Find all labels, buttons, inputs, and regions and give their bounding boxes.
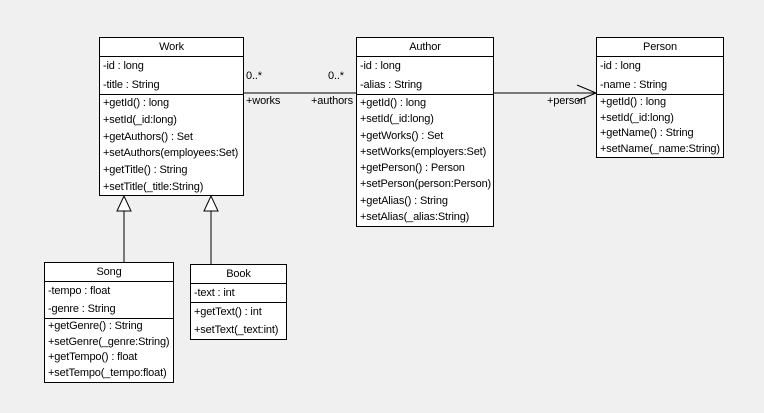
attribute-row: -name : String	[600, 78, 667, 91]
attribute-row: -tempo : float	[48, 285, 111, 297]
attribute-row: -id : long	[103, 60, 144, 72]
method-row: +getAlias() : String	[360, 194, 448, 207]
method-row: +setPerson(person:Person)	[360, 178, 492, 191]
generalization-song-work[interactable]	[116, 194, 132, 262]
attribute-row: -id : long	[600, 60, 641, 72]
class-attributes-person: -id : long -name : String	[597, 57, 723, 95]
method-row: +setGenre(_genre:String)	[48, 335, 170, 348]
method-row: +setTitle(_title:String)	[103, 180, 204, 193]
class-box-author[interactable]: Author -id : long -alias : String +getId(…	[356, 37, 494, 227]
method-row: +setId(_id:long)	[360, 113, 434, 126]
method-row: +getPerson() : Person	[360, 162, 465, 175]
role-label-person: +person	[547, 95, 587, 107]
method-row: +setName(_name:String)	[600, 142, 720, 155]
class-methods-author: +getId() : long +setId(_id:long) +getWorks…	[357, 95, 493, 226]
class-title-author: Author	[357, 38, 493, 57]
method-row: +setId(_id:long)	[600, 111, 674, 124]
class-methods-person: +getId() : long +setId(_id:long) +getName(…	[597, 95, 723, 157]
attribute-row: -text : int	[194, 287, 235, 299]
class-attributes-work: -id : long -title : String	[100, 57, 243, 95]
method-row: +getId() : long	[360, 97, 426, 109]
method-row: +getName() : String	[600, 127, 694, 139]
method-row: +setAuthors(employees:Set)	[103, 147, 239, 160]
open-arrowhead-icon	[576, 84, 597, 102]
method-row: +setAlias(_alias:String)	[360, 211, 470, 224]
role-label-works: +works	[246, 95, 281, 107]
class-box-work[interactable]: Work -id : long -title : String +getId() …	[99, 37, 244, 196]
attribute-row: -id : long	[360, 60, 401, 72]
class-title-book: Book	[191, 265, 286, 284]
attribute-row: -title : String	[103, 78, 160, 91]
class-title-song: Song	[45, 263, 173, 282]
class-methods-song: +getGenre() : String +setGenre(_genre:Str…	[45, 319, 173, 382]
class-box-song[interactable]: Song -tempo : float -genre : String +getG…	[44, 262, 174, 383]
class-attributes-song: -tempo : float -genre : String	[45, 282, 173, 319]
method-row: +getId() : long	[600, 96, 666, 108]
class-title-work: Work	[100, 38, 243, 57]
method-row: +getGenre() : String	[48, 320, 143, 332]
multiplicity-label-authors-end: 0..*	[328, 70, 344, 82]
method-row: +getTitle() : String	[103, 164, 188, 177]
association-author-person[interactable]	[494, 84, 597, 102]
method-row: +setId(_id:long)	[103, 113, 177, 126]
role-label-authors: +authors	[311, 95, 353, 107]
triangle-arrowhead-icon	[116, 194, 132, 212]
method-row: +getText() : int	[194, 306, 262, 318]
method-row: +getTempo() : float	[48, 351, 138, 364]
method-row: +setText(_text:int)	[194, 324, 279, 336]
method-row: +setTempo(_tempo:float)	[48, 367, 167, 380]
triangle-arrowhead-icon	[203, 194, 219, 212]
class-box-person[interactable]: Person -id : long -name : String +getId()…	[596, 37, 724, 158]
generalization-book-work[interactable]	[203, 194, 219, 264]
attribute-row: -genre : String	[48, 303, 116, 315]
multiplicity-label-works-end: 0..*	[246, 70, 262, 82]
class-methods-book: +getText() : int +setText(_text:int)	[191, 303, 286, 339]
method-row: +getId() : long	[103, 97, 169, 109]
attribute-row: -alias : String	[360, 78, 422, 91]
class-attributes-book: -text : int	[191, 284, 286, 303]
class-attributes-author: -id : long -alias : String	[357, 57, 493, 95]
method-row: +setWorks(employers:Set)	[360, 145, 487, 158]
method-row: +getWorks() : Set	[360, 129, 444, 142]
class-box-book[interactable]: Book -text : int +getText() : int +setTex…	[190, 264, 287, 340]
class-title-person: Person	[597, 38, 723, 57]
method-row: +getAuthors() : Set	[103, 130, 193, 143]
class-methods-work: +getId() : long +setId(_id:long) +getAutho…	[100, 95, 243, 195]
